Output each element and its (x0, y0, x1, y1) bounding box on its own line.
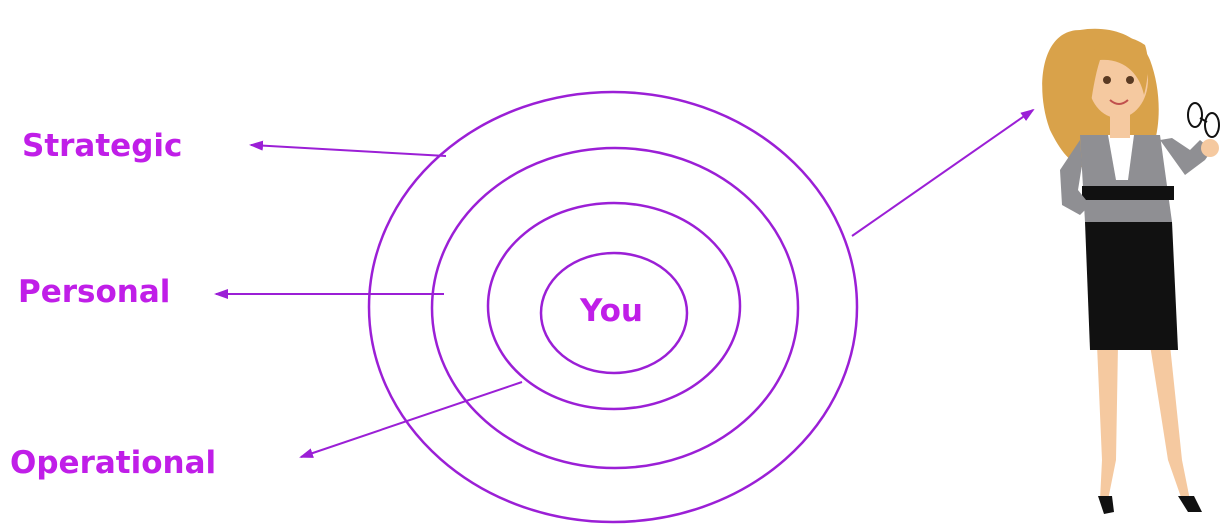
arrow-to-person (852, 110, 1033, 236)
arrow-strategic (251, 145, 446, 156)
label-operational: Operational (10, 448, 216, 479)
arrow-operational (301, 382, 522, 457)
label-you: You (580, 296, 643, 327)
businesswoman-icon (1042, 29, 1219, 514)
label-personal: Personal (18, 277, 170, 308)
label-strategic: Strategic (22, 131, 182, 162)
